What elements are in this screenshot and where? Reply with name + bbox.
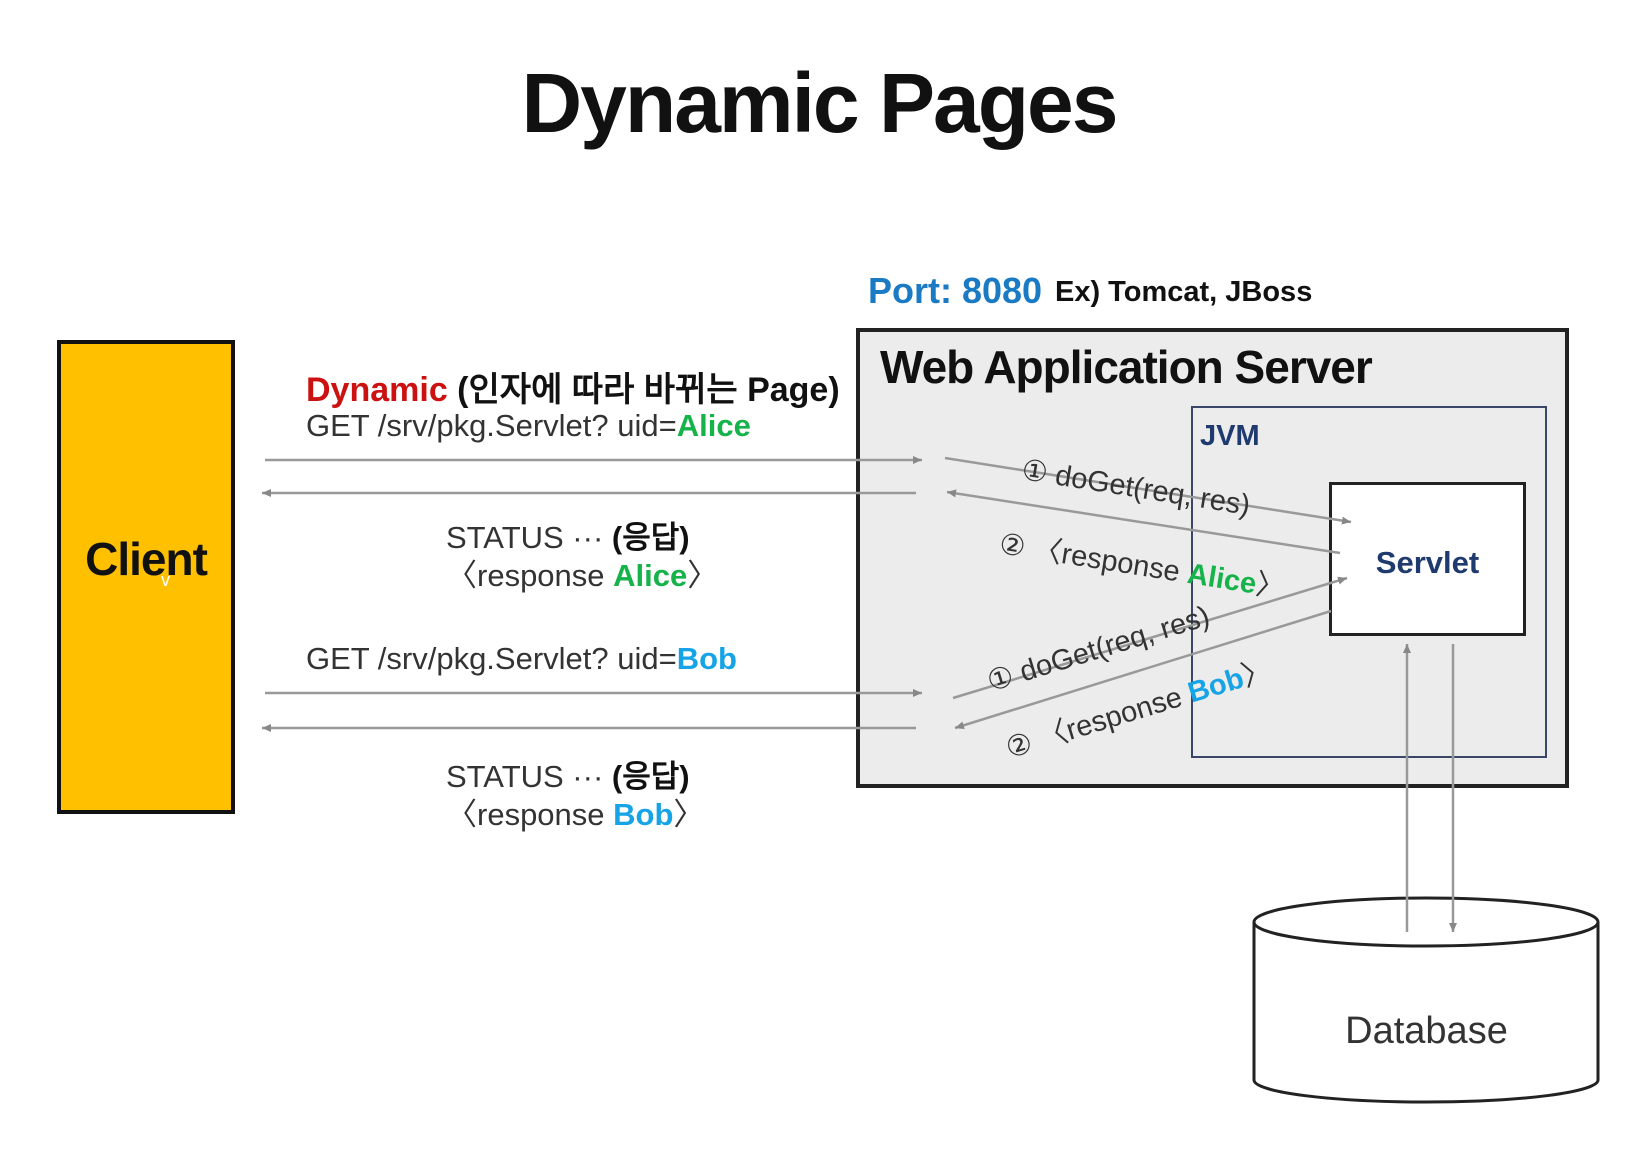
servlet-box bbox=[1329, 482, 1526, 636]
page-title: Dynamic Pages bbox=[521, 56, 1119, 150]
response-close: 〉 bbox=[673, 797, 705, 832]
was-label: Web Application Server bbox=[880, 341, 1373, 393]
server-examples: Ex) Tomcat, JBoss bbox=[1055, 276, 1313, 308]
jvm-box bbox=[1191, 406, 1547, 758]
response-line-bob: 〈response Bob〉 bbox=[446, 789, 704, 834]
client-label: Client bbox=[85, 533, 208, 585]
database-cylinder bbox=[1252, 922, 1600, 1104]
request-line-bob: GET /srv/pkg.Servlet? uid=Bob bbox=[306, 641, 737, 677]
arrow-servlet-response-alice bbox=[946, 489, 1341, 555]
client-caret: v bbox=[161, 570, 170, 590]
uid-bob: Bob bbox=[676, 641, 737, 676]
response-user-bob: Bob bbox=[613, 797, 674, 832]
request-path: GET /srv/pkg.Servlet? uid= bbox=[306, 408, 677, 443]
servlet-response-suffix: 〉 bbox=[1253, 568, 1288, 605]
request-path: GET /srv/pkg.Servlet? uid= bbox=[306, 641, 677, 676]
response-open: 〈response bbox=[446, 558, 614, 593]
dynamic-note: (인자에 따라 바뀌는 Page) bbox=[447, 371, 840, 409]
client-box bbox=[57, 340, 235, 814]
dynamic-description: Dynamic (인자에 따라 바뀌는 Page) bbox=[306, 362, 840, 411]
dynamic-keyword: Dynamic bbox=[306, 371, 448, 409]
port-label: Port: 8080 bbox=[868, 270, 1043, 311]
database-label: Database bbox=[1345, 1010, 1508, 1052]
response-close: 〉 bbox=[687, 558, 719, 593]
servlet-label: Servlet bbox=[1375, 545, 1480, 580]
response-user-alice: Alice bbox=[613, 558, 688, 593]
database-top bbox=[1252, 896, 1600, 948]
response-line-alice: 〈response Alice〉 bbox=[446, 550, 718, 595]
arrow-servlet-response-bob bbox=[954, 609, 1332, 730]
status-line-bob: STATUS ··· (응답) bbox=[446, 751, 690, 796]
status-line-alice: STATUS ··· (응답) bbox=[446, 512, 690, 557]
status-text: STATUS ··· bbox=[446, 759, 612, 794]
uid-alice: Alice bbox=[676, 408, 751, 443]
status-note: (응답) bbox=[611, 759, 690, 794]
jvm-label: JVM bbox=[1200, 420, 1260, 452]
status-text: STATUS ··· bbox=[446, 520, 612, 555]
status-note: (응답) bbox=[611, 520, 690, 555]
request-line-alice: GET /srv/pkg.Servlet? uid=Alice bbox=[306, 408, 751, 444]
response-open: 〈response bbox=[446, 797, 614, 832]
arrow-doget-alice bbox=[944, 456, 1352, 525]
arrow-doget-bob bbox=[952, 576, 1348, 700]
